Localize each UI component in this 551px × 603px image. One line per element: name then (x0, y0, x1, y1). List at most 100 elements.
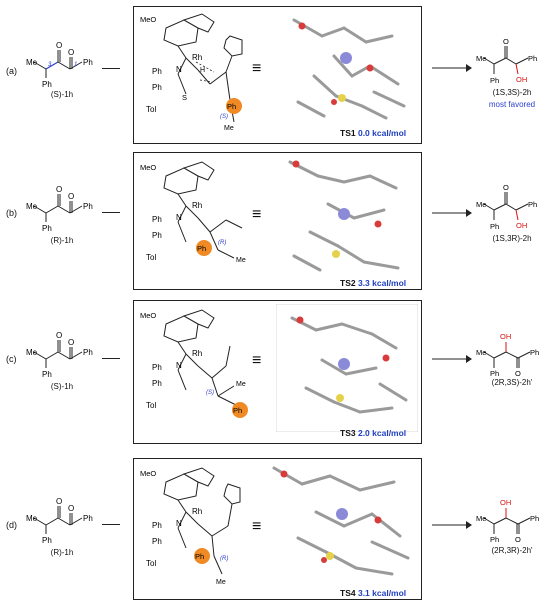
svg-text:Tol: Tol (146, 559, 156, 568)
svg-text:Ph: Ph (83, 514, 93, 523)
product-structure: Me O Ph Ph OH (476, 183, 537, 231)
svg-text:Ph: Ph (528, 54, 537, 63)
svg-text:Ph: Ph (197, 244, 206, 253)
svg-text:Me: Me (236, 381, 246, 388)
svg-text:Ph: Ph (490, 222, 499, 231)
product-label: (1S,3S)-2h (492, 88, 532, 97)
equivalence-sign: ≡ (252, 206, 262, 223)
dash (102, 524, 120, 525)
svg-text:Tol: Tol (146, 105, 156, 114)
svg-text:Ph: Ph (42, 370, 52, 379)
substrate-structure: Me O O Ph Ph (26, 331, 93, 379)
svg-text:O: O (503, 183, 509, 192)
ph-label: Ph (83, 58, 93, 67)
product-label: (2R,3S)-2h' (491, 378, 533, 387)
svg-text:N: N (176, 65, 182, 74)
svg-text:Me: Me (26, 514, 38, 523)
substrate-label: (S)-1h (50, 382, 74, 391)
substrate-label: (R)-1h (50, 548, 74, 557)
o-atom (366, 64, 374, 72)
ts-energy-label: TS3 2.0 kcal/mol (340, 428, 407, 438)
svg-text:Me: Me (26, 202, 38, 211)
row-d: (d) Me O O Ph Ph (R)-1h MeO (0, 452, 551, 603)
svg-text:O: O (515, 369, 521, 378)
row-label: (d) (6, 520, 17, 530)
o-label: O (56, 41, 62, 50)
equivalence-sign: ≡ (252, 518, 262, 535)
svg-text:Rh: Rh (192, 53, 202, 62)
svg-text:(R): (R) (220, 556, 228, 562)
svg-text:O: O (503, 37, 509, 46)
ph-label: Ph (42, 80, 52, 89)
svg-text:Rh: Rh (192, 349, 202, 358)
svg-text:Me: Me (476, 200, 486, 209)
o-label: O (68, 48, 74, 57)
row-b: (b) Me O O Ph Ph (R)-1h MeO Rh (0, 150, 551, 300)
svg-text:Ph: Ph (530, 514, 539, 523)
substrate-structure: Me O O Ph Ph (26, 185, 93, 233)
product-structure: Me OH Ph O Ph (476, 498, 539, 544)
svg-text:OH: OH (500, 498, 511, 507)
svg-text:MeO: MeO (140, 311, 156, 320)
svg-text:Ph: Ph (528, 200, 537, 209)
product-label: (2R,3R)-2h' (491, 546, 533, 555)
ts-3d-render (276, 304, 418, 432)
svg-text:Ph: Ph (490, 76, 499, 85)
svg-text:N: N (176, 519, 182, 528)
stereo-tag: 3 (48, 62, 52, 68)
ts-structure-2d: MeO Rh N Ph Ph Tol Ph Me (S) (140, 309, 248, 418)
s-atom (338, 94, 346, 102)
most-favored-note: most favored (488, 100, 536, 109)
svg-text:Ph: Ph (195, 552, 204, 561)
svg-text:Ph: Ph (227, 102, 236, 111)
o-atom (298, 22, 306, 30)
svg-text:Ph: Ph (42, 536, 52, 545)
substrate-structure: Me O O Ph Ph (26, 497, 93, 545)
substrate-label: (S)-1h (50, 90, 74, 99)
svg-text:OH: OH (516, 221, 527, 230)
substrate-structure: Me O O Ph Ph 3 1 (26, 41, 93, 89)
svg-text:(S): (S) (206, 390, 214, 396)
svg-text:O: O (515, 535, 521, 544)
ts-energy-label: TS1 0.0 kcal/mol (340, 128, 407, 138)
rh-atom (340, 52, 352, 64)
svg-text:Ph: Ph (152, 215, 162, 224)
ts-structure-2d: MeO Rh N Ph Ph Tol Ph Me (R) (140, 467, 241, 586)
row-c: (c) Me O O Ph Ph (S)-1h MeO Rh (0, 300, 551, 450)
svg-text:N: N (176, 361, 182, 370)
product-structure: Me OH Ph O Ph (476, 332, 539, 378)
ts-3d-render (292, 18, 406, 120)
svg-text:Ph: Ph (152, 521, 162, 530)
svg-text:Me: Me (236, 257, 246, 264)
row-label: (b) (6, 208, 17, 218)
ts-bracket (133, 458, 422, 600)
svg-text:O: O (56, 497, 62, 506)
svg-text:Ph: Ph (152, 379, 162, 388)
svg-text:Ph: Ph (152, 83, 162, 92)
reaction-arrow (432, 355, 472, 363)
dash (102, 358, 120, 359)
svg-text:Tol: Tol (146, 253, 156, 262)
reaction-arrow (432, 209, 472, 217)
svg-text:Ph: Ph (152, 67, 162, 76)
svg-text:Ph: Ph (42, 224, 52, 233)
ts-3d-render (272, 466, 410, 576)
ts-bracket (133, 300, 422, 444)
svg-text:(R): (R) (218, 240, 226, 246)
product-label: (1S,3R)-2h (492, 234, 532, 243)
svg-text:Me: Me (476, 348, 486, 357)
me-label: Me (26, 58, 38, 67)
svg-text:Me: Me (216, 579, 226, 586)
svg-text:Ph: Ph (152, 537, 162, 546)
svg-text:MeO: MeO (140, 469, 156, 478)
product-structure: Me O Ph Ph OH (476, 37, 537, 85)
ts-structure-2d: MeO Rh N H Ph Ph S Tol Ph Me (S) (140, 13, 243, 132)
svg-text:Ph: Ph (152, 231, 162, 240)
substrate-label: (R)-1h (50, 236, 74, 245)
ts-energy-label: TS4 3.1 kcal/mol (340, 588, 407, 598)
svg-text:Ph: Ph (233, 406, 242, 415)
svg-text:(S): (S) (220, 114, 228, 120)
equivalence-sign: ≡ (252, 60, 262, 77)
svg-text:O: O (56, 185, 62, 194)
reaction-arrow (432, 521, 472, 529)
